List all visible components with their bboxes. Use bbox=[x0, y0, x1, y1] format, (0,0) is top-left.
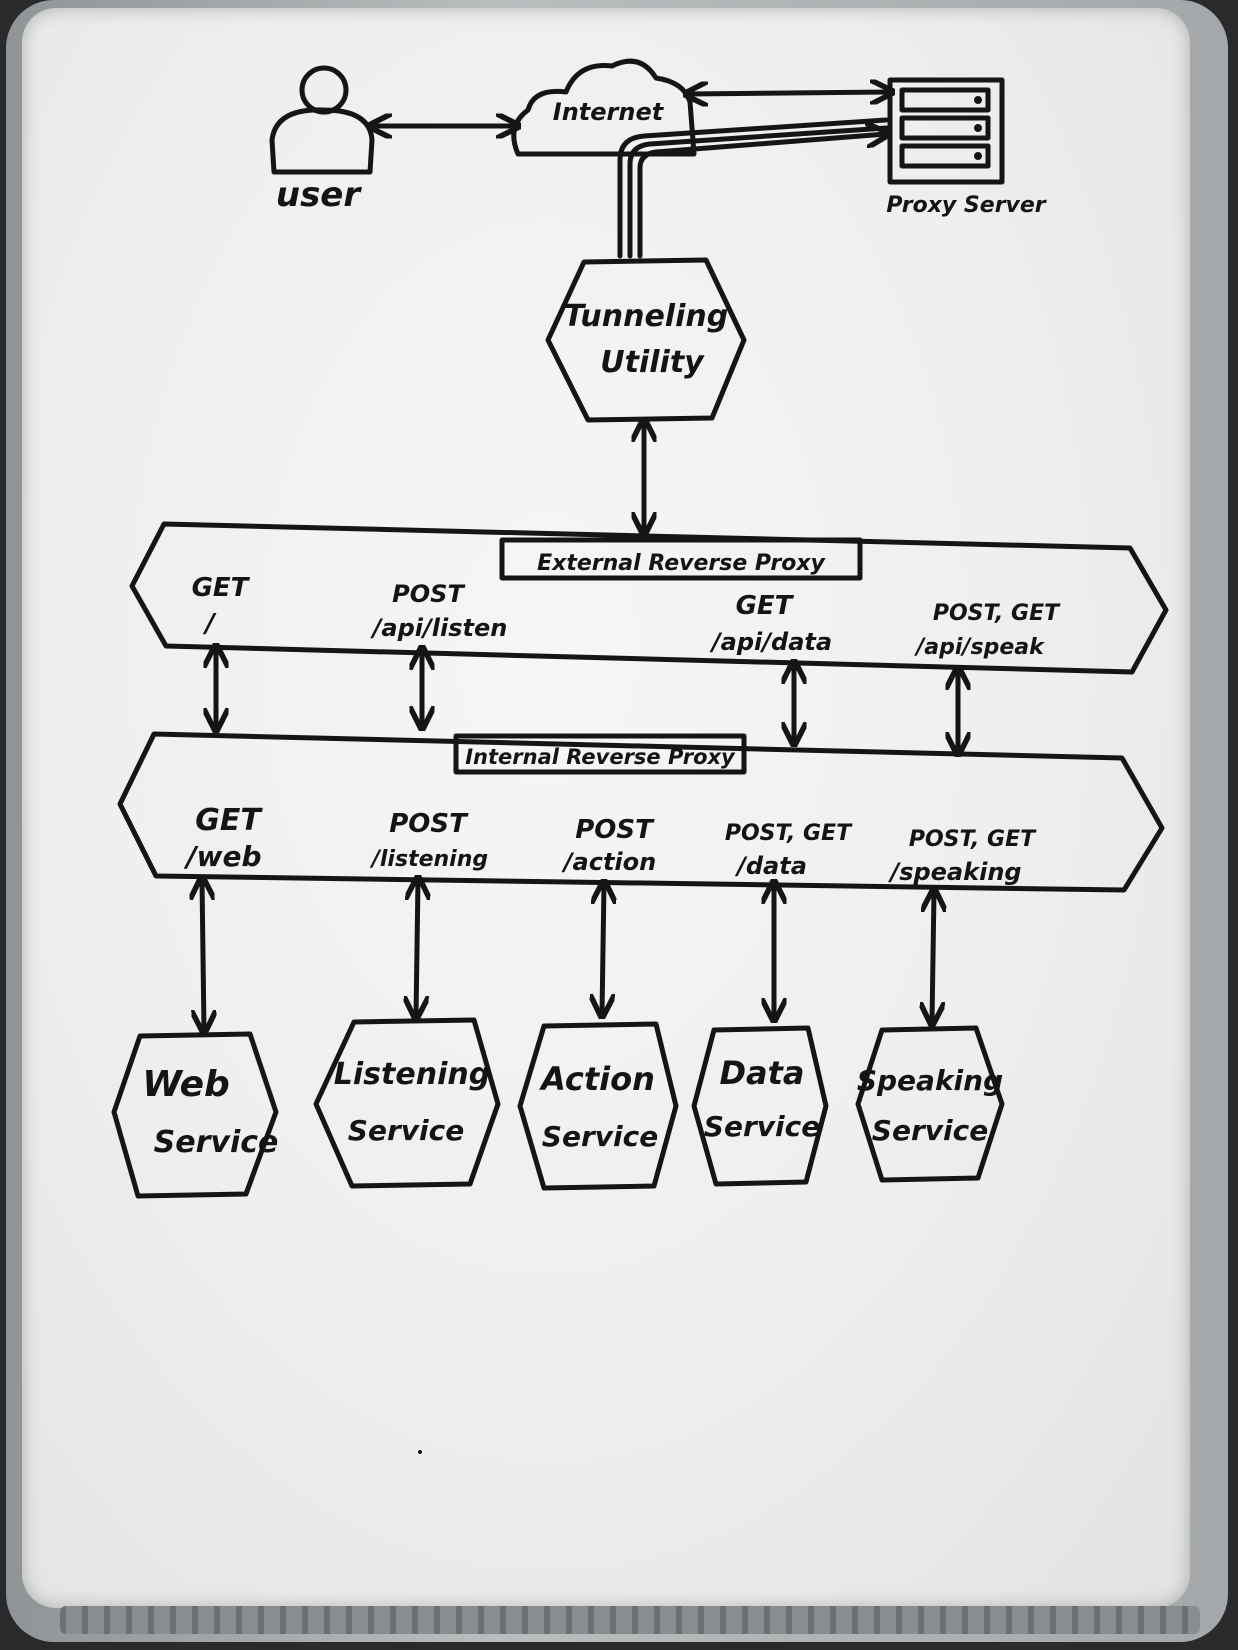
user-node: user bbox=[269, 65, 375, 215]
int-route-3-method: POST, GET bbox=[725, 821, 853, 846]
external-internal-connectors bbox=[216, 648, 958, 752]
int-route-1-method: POST bbox=[389, 809, 469, 839]
action-service-line1: Action bbox=[538, 1060, 655, 1098]
action-service-line2: Service bbox=[542, 1120, 658, 1153]
external-reverse-proxy: External Reverse Proxy GET / POST /api/l… bbox=[129, 521, 1169, 675]
internal-service-connectors bbox=[202, 880, 934, 1030]
internet-label: Internet bbox=[553, 98, 665, 126]
listening-service-line2: Service bbox=[348, 1114, 464, 1147]
listening-service-hexagon bbox=[313, 1017, 501, 1189]
speaking-service-line1: Speaking bbox=[857, 1064, 1003, 1097]
external-proxy-title: External Reverse Proxy bbox=[537, 551, 826, 576]
cloud-icon bbox=[511, 58, 697, 157]
tunneling-utility-line2: Utility bbox=[600, 345, 705, 380]
int-route-0-path: /web bbox=[183, 840, 261, 873]
user-head-icon bbox=[299, 65, 349, 115]
external-proxy-bar bbox=[129, 521, 1169, 675]
internal-proxy-title-box bbox=[453, 733, 747, 775]
marker-tray bbox=[60, 1606, 1200, 1634]
web-service-line1: Web bbox=[142, 1064, 230, 1105]
internet-proxy-connector bbox=[688, 92, 890, 94]
service-action: Action Service bbox=[517, 1021, 679, 1191]
internet-node: Internet bbox=[511, 58, 697, 157]
internal-proxy-bar bbox=[117, 731, 1165, 893]
int-route-2-method: POST bbox=[575, 815, 655, 845]
speaking-service-hexagon bbox=[855, 1025, 1005, 1183]
ext-route-2-method: GET bbox=[736, 591, 795, 621]
int-route-4-method: POST, GET bbox=[909, 827, 1037, 852]
tunneling-utility-hexagon bbox=[545, 257, 747, 423]
user-label: user bbox=[276, 175, 363, 215]
speaking-service-line2: Service bbox=[872, 1114, 988, 1147]
external-proxy-title-box bbox=[499, 537, 863, 581]
marker-dot bbox=[418, 1450, 422, 1454]
proxy-server-label: Proxy Server bbox=[886, 193, 1046, 218]
web-service-hexagon bbox=[111, 1031, 279, 1199]
int-route-1-path: /listening bbox=[369, 847, 488, 872]
int-route-4-path: /speaking bbox=[887, 858, 1021, 886]
ext-route-1-path: /api/listen bbox=[370, 614, 508, 642]
whiteboard-surface bbox=[22, 8, 1190, 1608]
data-service-line2: Service bbox=[704, 1110, 820, 1143]
service-data: Data Service bbox=[691, 1025, 829, 1187]
tunneling-utility-line1: Tunneling bbox=[564, 299, 728, 334]
ext-route-2-path: /api/data bbox=[709, 628, 832, 656]
data-service-hexagon bbox=[691, 1025, 829, 1187]
int-route-0-method: GET bbox=[195, 803, 263, 838]
action-service-hexagon bbox=[517, 1021, 679, 1191]
tunnel-cable bbox=[617, 117, 886, 259]
ext-route-0-path: / bbox=[202, 609, 217, 639]
ext-route-3-path: /api/speak bbox=[913, 635, 1045, 660]
user-body-icon bbox=[269, 107, 375, 175]
internal-proxy-title: Internal Reverse Proxy bbox=[465, 745, 736, 769]
data-service-line1: Data bbox=[719, 1054, 804, 1092]
listening-service-line1: Listening bbox=[334, 1057, 490, 1092]
proxy-server-node: Proxy Server bbox=[886, 77, 1047, 218]
ext-route-3-method: POST, GET bbox=[933, 601, 1061, 626]
service-speaking: Speaking Service bbox=[855, 1025, 1005, 1183]
ext-route-0-method: GET bbox=[192, 573, 251, 603]
web-service-line2: Service bbox=[154, 1125, 279, 1160]
ext-route-1-method: POST bbox=[392, 580, 465, 608]
service-listening: Listening Service bbox=[313, 1017, 501, 1189]
internal-reverse-proxy: Internal Reverse Proxy GET /web POST /li… bbox=[117, 731, 1165, 893]
service-web: Web Service bbox=[111, 1031, 279, 1199]
tunneling-utility-node: Tunneling Utility bbox=[545, 257, 747, 423]
int-route-2-path: /action bbox=[561, 848, 656, 876]
int-route-3-path: /data bbox=[734, 852, 807, 880]
